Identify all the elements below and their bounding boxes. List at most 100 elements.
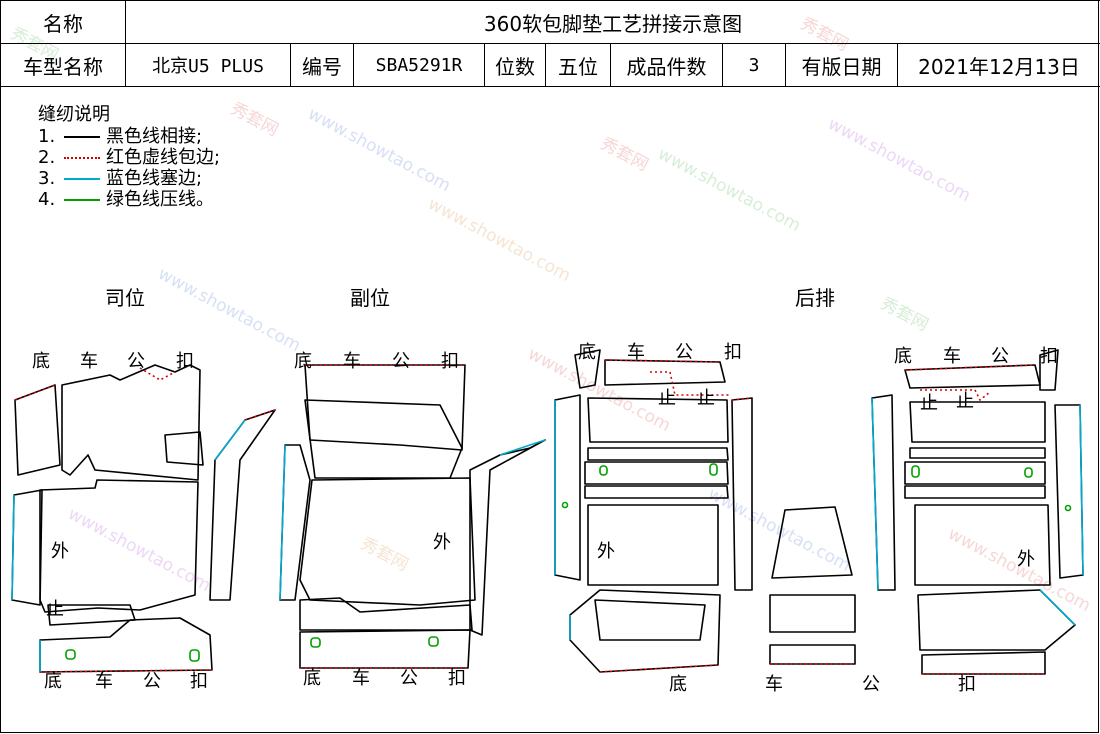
label-car: 车 bbox=[352, 668, 370, 689]
label-car: 车 bbox=[627, 342, 645, 363]
label-bottom: 底 bbox=[303, 668, 321, 689]
rear-bottom-insert bbox=[594, 599, 706, 641]
rear-r-stop-cut bbox=[920, 389, 991, 401]
pass-stitch-mark bbox=[428, 636, 439, 647]
label-buckle: 扣 bbox=[190, 671, 208, 692]
rear-l-stitch-dot bbox=[561, 501, 569, 509]
label-public: 公 bbox=[392, 351, 410, 372]
rear-stitch-mark bbox=[709, 463, 718, 476]
driver-left-flap bbox=[14, 384, 61, 476]
model-label: 车型名称 bbox=[0, 43, 126, 87]
legend-item: 1. 黑色线相接; bbox=[38, 126, 220, 147]
rear-left-side bbox=[554, 394, 581, 581]
legend-text: 黑色线相接; bbox=[106, 125, 203, 147]
legend-text: 红色虚线包边; bbox=[106, 146, 221, 168]
label-public: 公 bbox=[862, 674, 880, 695]
rear-right-side bbox=[731, 397, 753, 591]
legend-item: 4. 绿色线压线。 bbox=[38, 189, 220, 210]
rear-hump-top bbox=[587, 397, 729, 443]
pass-right-tuck bbox=[499, 439, 546, 456]
rear-r-stitch-mark bbox=[911, 465, 920, 478]
rear-r-main-mat bbox=[914, 504, 1051, 586]
rear-r-bottom-tuck bbox=[1039, 589, 1076, 626]
rear-top-binding bbox=[604, 359, 721, 363]
legend-title: 缝纫说明 bbox=[38, 104, 110, 125]
pieces-label: 成品件数 bbox=[610, 43, 723, 87]
pass-right-strip bbox=[469, 439, 546, 636]
pieces-value: 3 bbox=[722, 43, 786, 87]
sewing-legend: 缝纫说明 1. 黑色线相接; 2. 红色虚线包边; 3. 蓝色线塞边; 4. 绿… bbox=[38, 104, 220, 210]
label-bottom: 底 bbox=[44, 671, 62, 692]
rear-stop-cut bbox=[650, 371, 730, 396]
rear-center-bottom bbox=[769, 644, 856, 665]
rear-r-hump-strip bbox=[909, 447, 1046, 459]
label-buckle: 扣 bbox=[448, 668, 466, 689]
driver-stitch-mark bbox=[189, 649, 200, 662]
label-outer: 外 bbox=[597, 541, 615, 562]
driver-tunnel-tuck bbox=[214, 419, 246, 461]
label-car: 车 bbox=[943, 346, 961, 367]
date-label: 有版日期 bbox=[785, 43, 898, 87]
pass-stitch-mark bbox=[310, 637, 321, 648]
legend-num: 3. bbox=[38, 167, 56, 189]
legend-num: 1. bbox=[38, 125, 56, 147]
label-buckle: 扣 bbox=[441, 351, 459, 372]
legend-item: 3. 蓝色线塞边; bbox=[38, 168, 220, 189]
green-line-swatch bbox=[64, 198, 100, 201]
rear-r-left-side-tuck bbox=[871, 397, 879, 591]
driver-side-tuck bbox=[11, 489, 43, 606]
label-public: 公 bbox=[400, 668, 418, 689]
label-stop: 止 bbox=[920, 393, 938, 414]
rear-top-left-tab bbox=[574, 349, 601, 389]
code-label: 编号 bbox=[290, 43, 354, 87]
label-car: 车 bbox=[95, 671, 113, 692]
pass-upper-mat bbox=[304, 399, 463, 479]
rear-center-hump bbox=[771, 506, 853, 579]
rear-stitch-mark bbox=[599, 465, 608, 476]
driver-side-tuck-edge bbox=[11, 494, 15, 601]
driver-upper-panel bbox=[61, 364, 201, 481]
label-public: 公 bbox=[675, 342, 693, 363]
label-stop: 止 bbox=[46, 599, 64, 620]
label-public: 公 bbox=[991, 346, 1009, 367]
model-value: 北京U5 PLUS bbox=[125, 43, 291, 87]
pass-left-tuck bbox=[279, 444, 286, 601]
rear-r-right-side bbox=[1054, 404, 1084, 579]
section-passenger: 副位 bbox=[350, 286, 390, 310]
black-line-swatch bbox=[64, 135, 100, 138]
blue-line-swatch bbox=[64, 177, 100, 180]
label-outer: 外 bbox=[1017, 549, 1035, 570]
driver-tunnel-edge bbox=[244, 409, 276, 421]
header-table: 名称 360软包脚垫工艺拼接示意图 车型名称 北京U5 PLUS 编号 SBA5… bbox=[0, 0, 1100, 87]
rear-main-mat bbox=[587, 504, 719, 586]
section-driver: 司位 bbox=[105, 286, 145, 310]
label-car: 车 bbox=[80, 351, 98, 372]
label-public: 公 bbox=[127, 351, 145, 372]
red-dotted-swatch bbox=[64, 156, 100, 159]
section-rear: 后排 bbox=[795, 286, 835, 310]
passenger-pieces bbox=[279, 364, 546, 669]
legend-text: 绿色线压线。 bbox=[106, 188, 214, 210]
label-bottom: 底 bbox=[894, 346, 912, 367]
label-bottom: 底 bbox=[32, 351, 50, 372]
driver-pieces bbox=[11, 364, 276, 673]
rear-hump-mid bbox=[584, 461, 729, 485]
driver-tunnel-strip bbox=[209, 409, 276, 601]
rear-center-strip bbox=[769, 594, 856, 633]
driver-stitch-mark bbox=[65, 649, 76, 660]
label-outer: 外 bbox=[51, 541, 69, 562]
rear-r-top-binding bbox=[904, 364, 1036, 371]
driver-bottom-panel bbox=[39, 617, 213, 673]
legend-num: 4. bbox=[38, 188, 56, 210]
rear-center-pieces bbox=[769, 506, 856, 665]
label-public: 公 bbox=[143, 671, 161, 692]
seats-label: 位数 bbox=[484, 43, 546, 87]
pass-bottom-panel bbox=[299, 629, 471, 669]
driver-left-flap-edge bbox=[14, 384, 56, 401]
driver-pedal-cut bbox=[164, 431, 204, 466]
rear-right-pieces bbox=[561, 349, 1084, 675]
rear-r-right-side-tuck bbox=[1079, 404, 1084, 576]
label-bottom: 底 bbox=[294, 351, 312, 372]
